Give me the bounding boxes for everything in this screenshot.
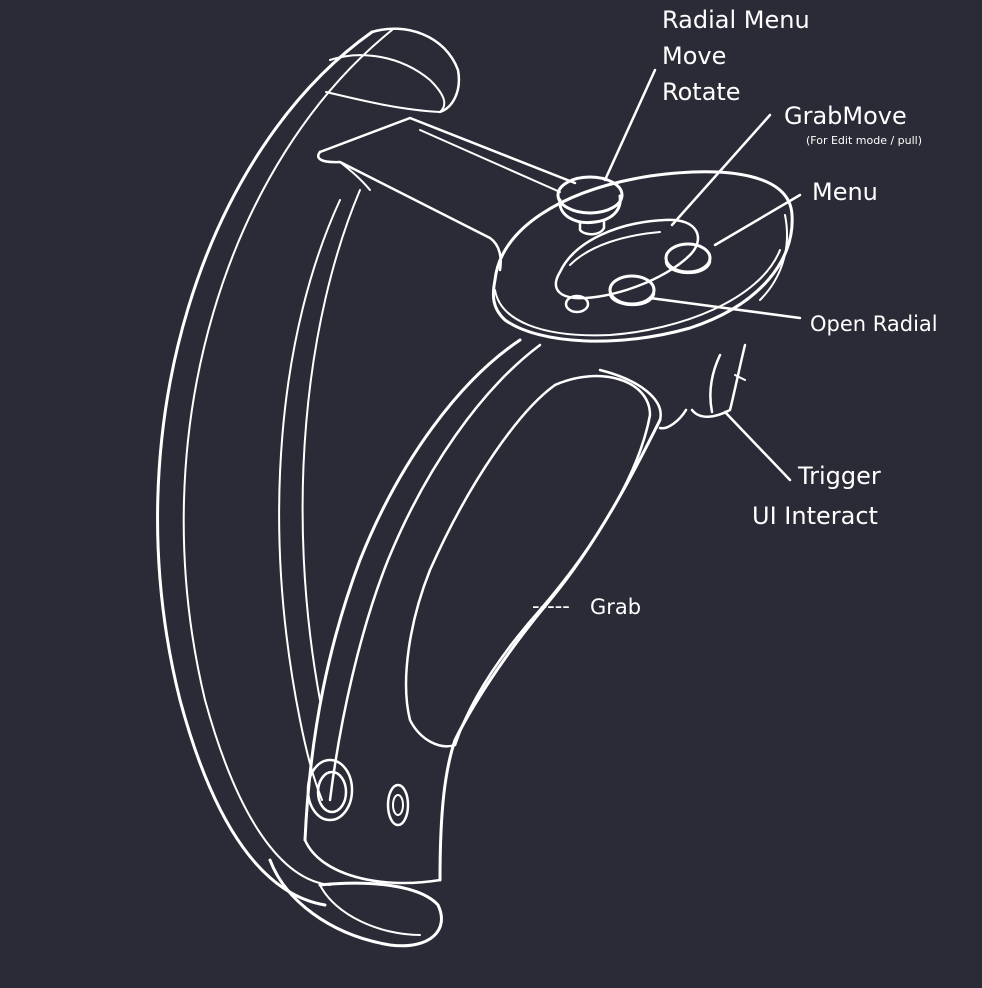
trigger-shape [658,343,747,430]
leader-menu [713,193,802,247]
label-grabmove: GrabMove [784,102,907,130]
leader-grabmove [670,113,772,227]
leader-open-radial [648,296,802,320]
tracking-ring [156,27,461,907]
label-grab: Grab [590,595,642,619]
control-face [491,170,794,343]
label-rotate: Rotate [662,78,741,106]
leader-trigger [723,410,792,482]
label-grab-dashes: ----- [532,594,570,618]
label-trigger: Trigger [798,462,881,490]
bridge-bar [316,116,577,272]
grip-handle [303,338,662,885]
label-move: Move [662,42,727,70]
label-radial-menu: Radial Menu [662,6,810,34]
label-ui-interact: UI Interact [752,502,878,530]
label-grabmove-note: (For Edit mode / pull) [806,134,923,147]
leader-lines [603,68,802,482]
leader-thumbstick [603,68,657,182]
ring-bottom-cap [268,858,443,948]
label-open-radial: Open Radial [810,312,938,336]
label-menu: Menu [812,178,878,206]
